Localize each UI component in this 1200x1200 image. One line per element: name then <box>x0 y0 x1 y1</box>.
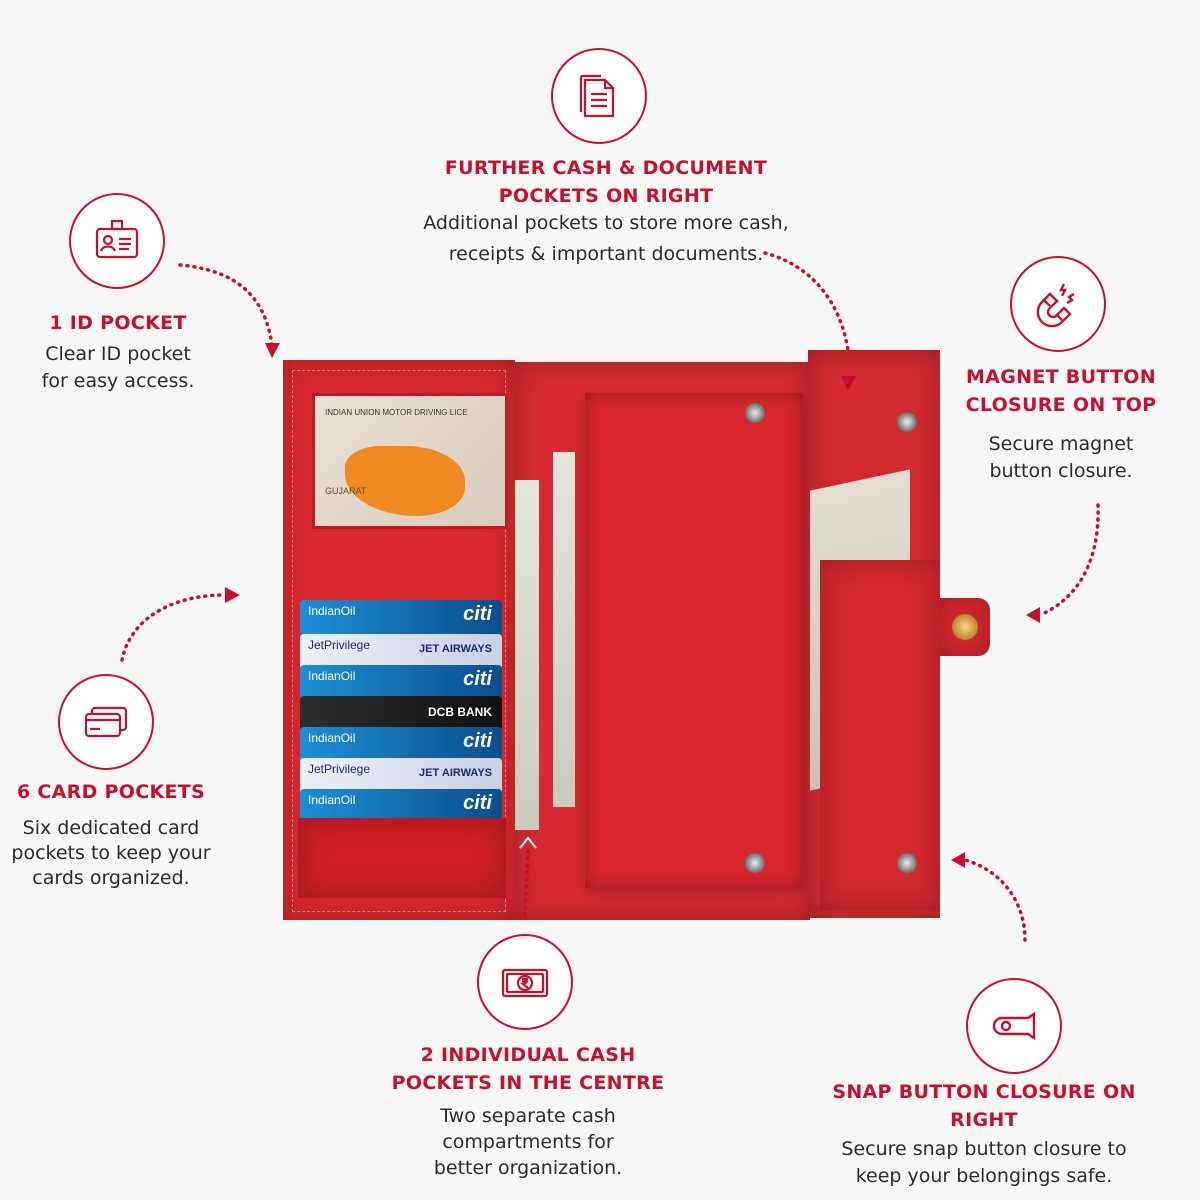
arrowhead-cards <box>225 587 240 603</box>
arrow-cards <box>120 593 227 662</box>
feature-magnet-title-2: CLOSURE ON TOP <box>965 394 1157 416</box>
feature-cards-desc-1: Six dedicated card <box>22 817 200 839</box>
feature-cash-centre-title-1: 2 INDIVIDUAL CASH <box>420 1044 636 1066</box>
arrowhead-magnet <box>1026 607 1040 623</box>
arrowhead-cash-centre <box>519 836 537 849</box>
rupee-note-icon <box>501 968 549 998</box>
feature-id-pocket: 1 ID POCKET Clear ID pocket for easy acc… <box>8 309 228 395</box>
feature-cards-title: 6 CARD POCKETS <box>16 781 206 803</box>
feature-cash-centre-desc-2: compartments for <box>442 1131 614 1153</box>
feature-cards: 6 CARD POCKETS Six dedicated card pocket… <box>0 778 222 891</box>
magnet-icon <box>1036 283 1075 328</box>
feature-cash-centre: 2 INDIVIDUAL CASH POCKETS IN THE CENTRE … <box>378 1041 678 1181</box>
feature-documents: FURTHER CASH & DOCUMENT POCKETS ON RIGHT… <box>400 154 812 268</box>
arrow-magnet <box>1038 503 1100 617</box>
feature-snap-title: SNAP BUTTON CLOSURE ON RIGHT <box>832 1081 1136 1131</box>
id-card-icon-circle <box>69 193 165 289</box>
arrow-cash-centre <box>523 848 530 917</box>
arrowhead-snap <box>951 852 965 868</box>
snap-button-icon <box>992 1011 1036 1041</box>
rupee-note-icon-circle <box>477 934 573 1030</box>
feature-cash-centre-desc-3: better organization. <box>433 1157 623 1179</box>
feature-documents-desc-1: Additional pockets to store more cash, <box>423 212 789 234</box>
feature-id-pocket-title: 1 ID POCKET <box>49 312 187 334</box>
arrowhead-documents <box>841 376 856 391</box>
feature-magnet-desc-1: Secure magnet <box>988 433 1134 455</box>
feature-id-pocket-desc-2: for easy access. <box>41 370 195 392</box>
feature-cash-centre-desc-1: Two separate cash <box>440 1105 616 1127</box>
feature-snap-desc-1: Secure snap button closure to <box>841 1138 1127 1160</box>
id-card-icon <box>95 219 139 259</box>
feature-cards-desc-2: pockets to keep your <box>11 842 211 864</box>
feature-snap-desc-2: keep your belongings safe. <box>855 1165 1113 1187</box>
feature-cards-desc-3: cards organized. <box>32 867 190 889</box>
document-icon-circle <box>551 48 647 144</box>
feature-magnet-title-1: MAGNET BUTTON <box>966 366 1156 388</box>
snap-button-icon-circle <box>966 978 1062 1074</box>
arrow-snap <box>963 858 1027 942</box>
feature-documents-title-1: FURTHER CASH & DOCUMENT <box>444 157 768 179</box>
arrow-id-pocket <box>178 263 274 347</box>
arrow-documents <box>763 251 850 352</box>
feature-magnet-desc-2: button closure. <box>989 460 1133 482</box>
document-icon <box>579 74 615 118</box>
feature-documents-title-2: POCKETS ON RIGHT <box>498 185 714 207</box>
cards-icon <box>84 706 128 738</box>
feature-cash-centre-title-2: POCKETS IN THE CENTRE <box>391 1072 665 1094</box>
magnet-icon-circle <box>1010 256 1106 352</box>
feature-documents-desc-2: receipts & important documents. <box>448 243 764 265</box>
feature-snap: SNAP BUTTON CLOSURE ON RIGHT Secure snap… <box>800 1078 1168 1190</box>
feature-id-pocket-desc-1: Clear ID pocket <box>45 343 191 365</box>
cards-icon-circle <box>58 674 154 770</box>
feature-magnet: MAGNET BUTTON CLOSURE ON TOP Secure magn… <box>950 363 1172 485</box>
arrowhead-id-pocket <box>265 343 280 358</box>
